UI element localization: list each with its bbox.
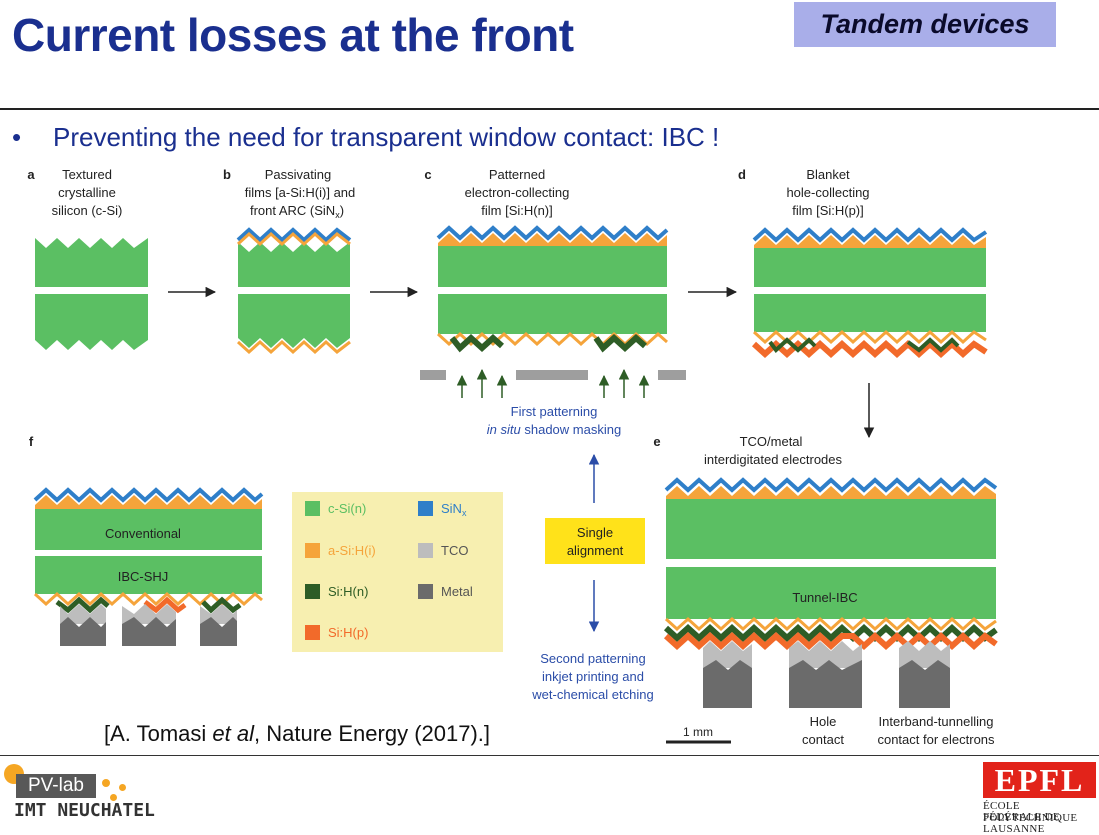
single-alignment-text: Single alignment [567, 525, 624, 558]
legend-label-tco: TCO [441, 543, 468, 558]
panel-c-line1: Patterned [489, 167, 545, 182]
single-alignment-box [545, 518, 645, 564]
legend-swatch-asi [305, 543, 320, 558]
panel-c-letter: c [424, 167, 431, 182]
panel-b-line3: front ARC (SiNx) [250, 203, 344, 220]
panel-a-line2: crystalline [58, 185, 116, 200]
panel-e-line2: interdigitated electrodes [704, 452, 843, 467]
label-tunnel-ibc: Tunnel-IBC [792, 590, 857, 605]
epfl-line2: FÉDÉRALE DE LAUSANNE [983, 811, 1060, 835]
legend-swatch-tco [418, 543, 433, 558]
slide-title: Current losses at the front [12, 9, 574, 61]
panel-b-line2: films [a-Si:H(i)] and [245, 185, 356, 200]
panel-d-line2: hole-collecting [786, 185, 869, 200]
legend-swatch-metal [418, 584, 433, 599]
second-patterning-note: Second patterning inkjet printing and we… [531, 651, 653, 702]
citation: [A. Tomasi et al, Nature Energy (2017).] [104, 721, 491, 746]
pvlab-logo: PV-lab [16, 774, 96, 798]
panel-d-line1: Blanket [806, 167, 850, 182]
panel-e-letter: e [653, 434, 660, 449]
header-divider [0, 108, 1099, 110]
panel-e-tunnel-ibc [663, 477, 998, 708]
panel-d-wafer [751, 227, 988, 359]
pvlab-dot-icon [110, 794, 117, 801]
svg-text:Second patterning: Second patterning [540, 651, 646, 666]
svg-text:First patterning: First patterning [511, 404, 598, 419]
label-tunnel-contact-2: contact for electrons [877, 732, 995, 747]
panel-d-letter: d [738, 167, 746, 182]
label-conventional: Conventional [105, 526, 181, 541]
panel-b-wafer [236, 227, 352, 355]
material-legend: c-Si(n) SiNx a-Si:H(i) TCO Si:H(n) Metal… [292, 492, 503, 652]
label-tunnel-contact-1: Interband-tunnelling [879, 714, 994, 729]
svg-text:Single: Single [577, 525, 613, 540]
legend-swatch-sinx [418, 501, 433, 516]
panel-a-line3: silicon (c-Si) [52, 203, 123, 218]
epfl-line1: ÉCOLE POLYTECHNIQUE [983, 800, 1078, 824]
panel-e-line1: TCO/metal [740, 434, 803, 449]
topic-badge: Tandem devices [794, 2, 1056, 47]
panel-c-wafer [420, 225, 686, 398]
panel-d-line3: film [Si:H(p)] [792, 203, 864, 218]
epfl-logo: EPFL [983, 762, 1096, 798]
label-ibc-shj: IBC-SHJ [118, 569, 169, 584]
legend-swatch-sihn [305, 584, 320, 599]
bullet-marker: • [12, 122, 22, 152]
panel-f-letter: f [29, 434, 34, 449]
legend-swatch-csi [305, 501, 320, 516]
label-hole-contact-2: contact [802, 732, 844, 747]
panel-a-wafer [35, 238, 148, 350]
pvlab-dot-icon [102, 779, 110, 787]
imt-neuchatel-label: IMT NEUCHATEL [14, 800, 155, 821]
svg-text:wet-chemical etching: wet-chemical etching [531, 687, 653, 702]
panel-b-letter: b [223, 167, 231, 182]
svg-text:in situ shadow masking: in situ shadow masking [487, 422, 621, 437]
panel-c-line3: film [Si:H(n)] [481, 203, 553, 218]
first-patterning-note: First patterning in situ shadow masking [487, 404, 621, 437]
legend-label-sihp: Si:H(p) [328, 625, 368, 640]
legend-label-metal: Metal [441, 584, 473, 599]
legend-label-sihn: Si:H(n) [328, 584, 368, 599]
scale-bar-label: 1 mm [683, 725, 713, 739]
panel-a-line1: Textured [62, 167, 112, 182]
ibc-process-figure: a Textured crystalline silicon (c-Si) b … [27, 167, 998, 747]
svg-text:inkjet printing and: inkjet printing and [542, 669, 644, 684]
legend-label-asi: a-Si:H(i) [328, 543, 376, 558]
legend-label-sinx: SiNx [441, 501, 467, 518]
svg-text:alignment: alignment [567, 543, 624, 558]
pvlab-dot-icon [119, 784, 126, 791]
legend-swatch-sihp [305, 625, 320, 640]
panel-c-line2: electron-collecting [465, 185, 570, 200]
bullet-text: Preventing the need for transparent wind… [53, 122, 720, 152]
panel-a-letter: a [27, 167, 35, 182]
footer-divider [0, 755, 1099, 756]
panel-b-line1: Passivating [265, 167, 331, 182]
panel-f-comparison [33, 487, 264, 646]
label-hole-contact-1: Hole [810, 714, 837, 729]
legend-label-csi: c-Si(n) [328, 501, 366, 516]
